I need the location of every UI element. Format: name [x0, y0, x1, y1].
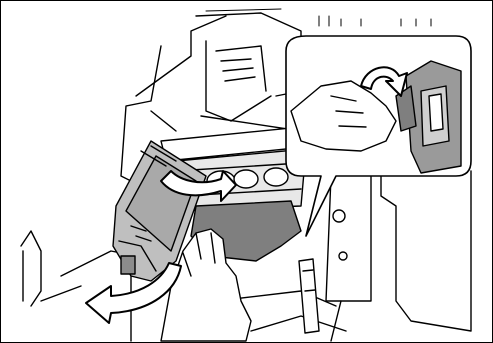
- zoom-callout-icon: [286, 36, 471, 236]
- lever: [299, 259, 319, 333]
- top-edge-marks: [206, 9, 431, 26]
